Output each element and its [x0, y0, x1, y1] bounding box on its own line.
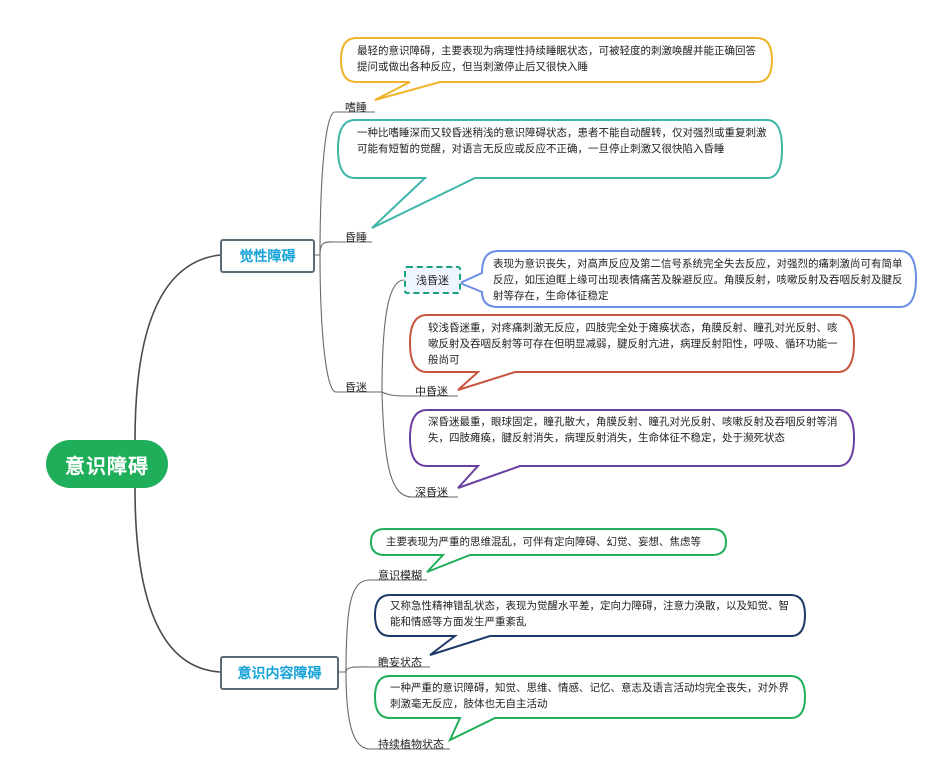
node-持续植物状态[interactable]: 持续植物状态 — [378, 738, 444, 751]
bubble-浅昏迷 — [457, 250, 918, 308]
note-浅昏迷: 表现为意识丧失，对高声反应及第二信号系统完全失去反应，对强烈的痛刺激尚可有简单反… — [493, 258, 903, 302]
bubble-嗜睡 — [339, 37, 774, 101]
note-意识模糊: 主要表现为严重的思维混乱，可伴有定向障碍、幻觉、妄想、焦虑等 — [386, 536, 701, 548]
node-浅昏迷[interactable]: 浅昏迷 — [404, 266, 461, 294]
bubble-瞻妄状态 — [373, 594, 807, 656]
note-持续植物状态: 一种严重的意识障碍，知觉、思维、情感、记忆、意志及语言活动均完全丧失，对外界刺激… — [390, 682, 789, 710]
node-中昏迷[interactable]: 中昏迷 — [415, 385, 448, 398]
node-深昏迷[interactable]: 深昏迷 — [415, 486, 448, 499]
bubble-昏睡 — [336, 119, 784, 229]
note-瞻妄状态: 又称急性精神错乱状态，表现为觉醒水平差，定向力障碍，注意力涣散，以及知觉、智能和… — [390, 600, 789, 628]
note-昏睡: 一种比嗜睡深而又较昏迷稍浅的意识障碍状态，患者不能自动醒转，仅对强烈或重复刺激可… — [357, 127, 767, 155]
note-中昏迷: 较浅昏迷重，对疼痛刺激无反应，四肢完全处于瘫痪状态，角膜反射、瞳孔对光反射、咳嗽… — [428, 322, 838, 366]
bubble-持续植物状态 — [373, 675, 807, 743]
bubble-意识模糊 — [369, 528, 728, 573]
root-topic[interactable]: 意识障碍 — [46, 440, 168, 488]
note-深昏迷: 深昏迷最重，眼球固定，瞳孔散大，角膜反射、瞳孔对光反射、咳嗽反射及吞咽反射等消失… — [428, 416, 838, 444]
note-嗜睡: 最轻的意识障碍，主要表现为病理性持续睡眠状态，可被轻度的刺激唤醒并能正确回答提问… — [357, 45, 756, 73]
branch-arousal-disorder[interactable]: 觉性障碍 — [220, 239, 315, 273]
node-嗜睡[interactable]: 嗜睡 — [345, 101, 367, 114]
node-昏睡[interactable]: 昏睡 — [345, 231, 367, 244]
node-昏迷[interactable]: 昏迷 — [345, 381, 367, 394]
node-意识模糊[interactable]: 意识模糊 — [378, 569, 422, 582]
node-瞻妄状态[interactable]: 瞻妄状态 — [378, 656, 422, 669]
branch-content-disorder[interactable]: 意识内容障碍 — [220, 656, 339, 690]
bubble-深昏迷 — [408, 409, 856, 489]
bubble-中昏迷 — [408, 314, 856, 391]
